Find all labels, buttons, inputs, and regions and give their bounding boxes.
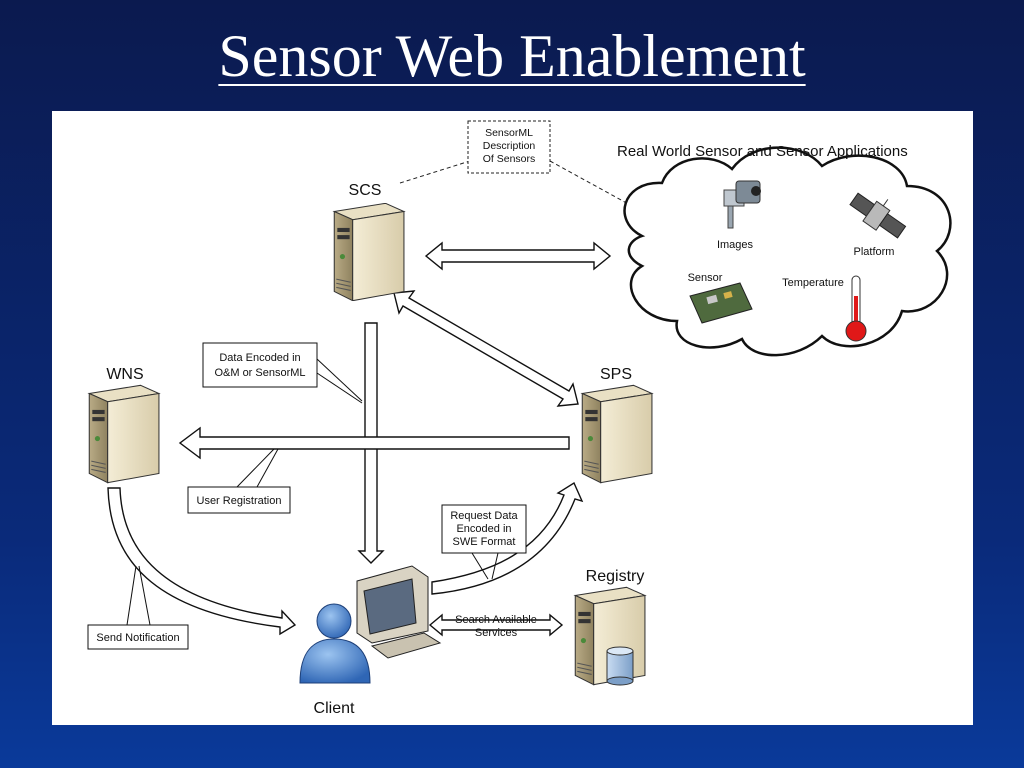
satellite-icon [849, 192, 907, 239]
sensor-board-icon [689, 282, 753, 324]
database-icon [606, 646, 634, 686]
send-notification-callout: Send Notification [87, 565, 189, 650]
request-data-line-1: Request Data [450, 510, 518, 522]
sensorml-callout: SensorML Description Of Sensors [399, 120, 633, 207]
wns-client-arrow [107, 487, 297, 636]
sensorml-line-2: Description [483, 140, 536, 152]
wns-server-icon [88, 384, 160, 484]
search-available-line-1: Search Available [455, 614, 537, 626]
client-computer-icon [356, 565, 442, 659]
registry-label: Registry [586, 568, 645, 585]
wns-label: WNS [106, 366, 143, 383]
temperature-label: Temperature [782, 277, 844, 289]
data-encoded-line-2: O&M or SensorML [214, 367, 305, 379]
request-data-line-2: Encoded in [456, 523, 511, 535]
send-notification-label: Send Notification [96, 632, 179, 644]
scs-cloud-arrow [424, 241, 612, 271]
client-registry-arrow [428, 613, 564, 637]
request-data-line-3: SWE Format [453, 536, 516, 548]
platform-label: Platform [854, 246, 895, 258]
data-encoded-callout: Data Encoded in O&M or SensorML [202, 342, 363, 404]
search-available-label: Search Available Services [455, 614, 537, 639]
swe-diagram: SensorML Description Of Sensors Real Wor… [87, 120, 952, 717]
diagram-panel: SensorML Description Of Sensors Real Wor… [52, 111, 973, 725]
sensorml-line-1: SensorML [485, 127, 533, 139]
request-data-callout: Request Data Encoded in SWE Format [441, 504, 527, 580]
data-encoded-line-1: Data Encoded in [219, 352, 300, 364]
sensor-label: Sensor [688, 272, 723, 284]
scs-sps-arrow [393, 290, 579, 407]
user-registration-callout: User Registration [187, 448, 291, 514]
arrows [107, 241, 612, 637]
client-sps-arrow [431, 481, 584, 595]
sps-server-icon [581, 384, 653, 484]
sps-label: SPS [600, 366, 632, 383]
sensorml-line-3: Of Sensors [483, 153, 536, 165]
images-label: Images [717, 239, 754, 251]
slide-title: Sensor Web Enablement [218, 23, 806, 89]
cloud-title: Real World Sensor and Sensor Application… [617, 143, 908, 160]
client-user-icon [299, 603, 371, 684]
client-label: Client [314, 700, 355, 717]
camera-icon [723, 180, 761, 229]
user-registration-label: User Registration [197, 495, 282, 507]
thermometer-icon [845, 275, 867, 342]
sensor-cloud: Real World Sensor and Sensor Application… [617, 143, 952, 357]
scs-server-icon [333, 203, 405, 301]
search-available-line-2: Services [475, 627, 518, 639]
sps-wns-arrow [178, 426, 570, 460]
scs-label: SCS [349, 182, 382, 199]
